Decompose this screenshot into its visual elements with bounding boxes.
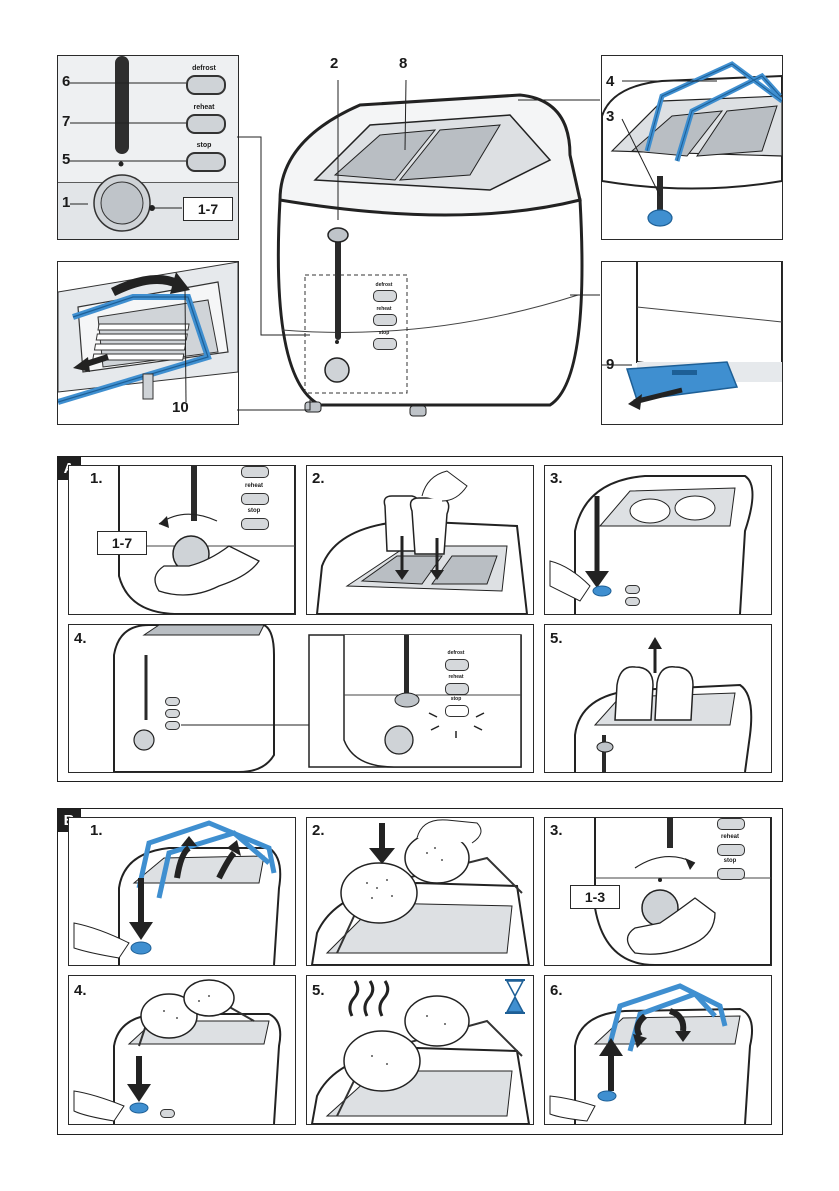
b3-reheat-label: reheat (705, 834, 755, 840)
a4-inset-reheat-button[interactable] (445, 683, 469, 695)
a1-stop-label: stop (229, 508, 279, 514)
a3-button-2[interactable] (625, 597, 640, 606)
a-step3-illustration (545, 466, 771, 614)
b-step1-panel (68, 817, 296, 966)
b-step3-number: 3. (550, 822, 563, 839)
a4-inset-defrost-button[interactable] (445, 659, 469, 671)
callout-9: 9 (606, 356, 614, 373)
b3-top-button[interactable] (717, 818, 745, 830)
b-step5-panel (306, 975, 534, 1125)
a4-button-3[interactable] (165, 721, 180, 730)
a1-reheat-label: reheat (229, 483, 279, 489)
crumb-tray-illustration (602, 262, 782, 424)
crumb-tray-detail (601, 261, 783, 425)
b3-range-box: 1-3 (570, 885, 620, 909)
b-step4-illustration (69, 976, 295, 1124)
a-step5-number: 5. (550, 630, 563, 647)
b-step4-number: 4. (74, 982, 87, 999)
a-step3-panel (544, 465, 772, 615)
b-step1-number: 1. (90, 822, 103, 839)
a-step2-number: 2. (312, 470, 325, 487)
a-step5-illustration (545, 625, 771, 772)
b-step5-number: 5. (312, 982, 325, 999)
a-step2-panel (306, 465, 534, 615)
callout-3: 3 (606, 108, 614, 125)
a-step4-panel: defrost reheat stop (68, 624, 534, 773)
a1-stop-button[interactable] (241, 518, 269, 530)
hourglass-icon (505, 980, 525, 1013)
bun-warming-rack-detail (601, 55, 783, 240)
rack-top-illustration (602, 56, 782, 239)
a4-button-1[interactable] (165, 697, 180, 706)
a-step4-number: 4. (74, 630, 87, 647)
b-step6-illustration (545, 976, 771, 1124)
b4-button[interactable] (160, 1109, 175, 1118)
a4-inset-stop-button[interactable] (445, 705, 469, 717)
b-step3-panel: reheat stop 1-3 (544, 817, 772, 966)
a-step3-number: 3. (550, 470, 563, 487)
b-step6-number: 6. (550, 982, 563, 999)
b-step2-panel (306, 817, 534, 966)
b-step2-number: 2. (312, 822, 325, 839)
a4-inset-stop-label: stop (431, 696, 481, 702)
callout-4: 4 (606, 73, 614, 90)
a1-range-box: 1-7 (97, 531, 147, 555)
a-step5-panel (544, 624, 772, 773)
b-step5-illustration (307, 976, 533, 1124)
a-step1-panel: reheat stop 1-7 (68, 465, 296, 615)
b3-reheat-button[interactable] (717, 844, 745, 856)
a4-button-2[interactable] (165, 709, 180, 718)
a3-button-1[interactable] (625, 585, 640, 594)
a1-reheat-button[interactable] (241, 493, 269, 505)
b3-stop-label: stop (705, 858, 755, 864)
b-step2-illustration (307, 818, 533, 965)
a4-inset-reheat-label: reheat (431, 674, 481, 680)
b3-stop-button[interactable] (717, 868, 745, 880)
b-step6-panel (544, 975, 772, 1125)
a1-defrost-button[interactable] (241, 466, 269, 478)
a4-inset-defrost-label: defrost (431, 650, 481, 656)
b-step4-panel (68, 975, 296, 1125)
a-step2-illustration (307, 466, 533, 614)
b-step1-illustration (69, 818, 295, 965)
a-step1-number: 1. (90, 470, 103, 487)
